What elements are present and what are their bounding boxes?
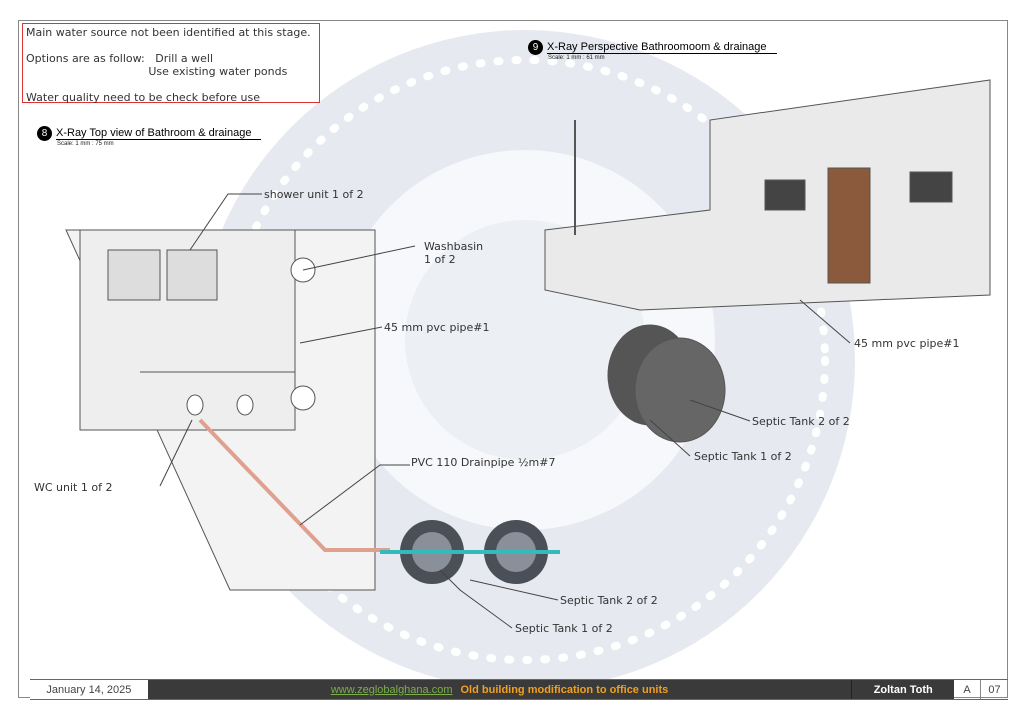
view-number-badge: 8 [37, 126, 52, 141]
view-number-badge: 9 [528, 40, 543, 55]
view-scale: Scale: 1 mm : 61 mm [548, 55, 605, 61]
note-line: Water quality need to be check before us… [26, 91, 260, 104]
label-tank2-right: Septic Tank 2 of 2 [752, 415, 850, 428]
website-link[interactable]: www.zeglobalghana.com [330, 683, 453, 696]
septic-tanks-top [380, 520, 560, 584]
label-tank2-bottom: Septic Tank 2 of 2 [560, 594, 658, 607]
label-washbasin: Washbasin 1 of 2 [424, 240, 484, 266]
label-tank1-bottom: Septic Tank 1 of 2 [515, 622, 613, 635]
title-block: January 14, 2025 www.zeglobalghana.com O… [30, 679, 1008, 700]
label-drainpipe: PVC 110 Drainpipe ½m#7 [411, 456, 556, 469]
label-pipe-left: 45 mm pvc pipe#1 [384, 321, 490, 334]
water-source-note: Main water source not been identified at… [22, 23, 320, 104]
view-8-title: 8 X-Ray Top view of Bathroom & drainage S… [37, 126, 262, 147]
view-scale: Scale: 1 mm : 75 mm [57, 141, 114, 147]
revision: A [954, 680, 982, 699]
label-tank1-right: Septic Tank 1 of 2 [694, 450, 792, 463]
perspective-view [544, 79, 991, 443]
note-line: Options are as follow: Drill a well [26, 52, 213, 65]
view-9-title: 9 X-Ray Perspective Bathroomoom & drainag… [528, 40, 777, 61]
view-title: X-Ray Perspective Bathroomoom & drainage [547, 41, 777, 55]
top-view-plan [65, 229, 390, 591]
sheet-number: 07 [988, 683, 1001, 696]
footer-date: January 14, 2025 [30, 680, 148, 699]
note-line: Main water source not been identified at… [26, 26, 311, 39]
label-pipe-right: 45 mm pvc pipe#1 [854, 337, 960, 350]
leader-lines [159, 193, 851, 629]
project-title: Old building modification to office unit… [460, 683, 669, 696]
view-title: X-Ray Top view of Bathroom & drainage [56, 127, 262, 141]
label-wc: WC unit 1 of 2 [34, 481, 113, 494]
note-line: Use existing water ponds [26, 65, 288, 78]
author: Zoltan Toth [851, 680, 955, 699]
label-shower: shower unit 1 of 2 [264, 188, 364, 201]
